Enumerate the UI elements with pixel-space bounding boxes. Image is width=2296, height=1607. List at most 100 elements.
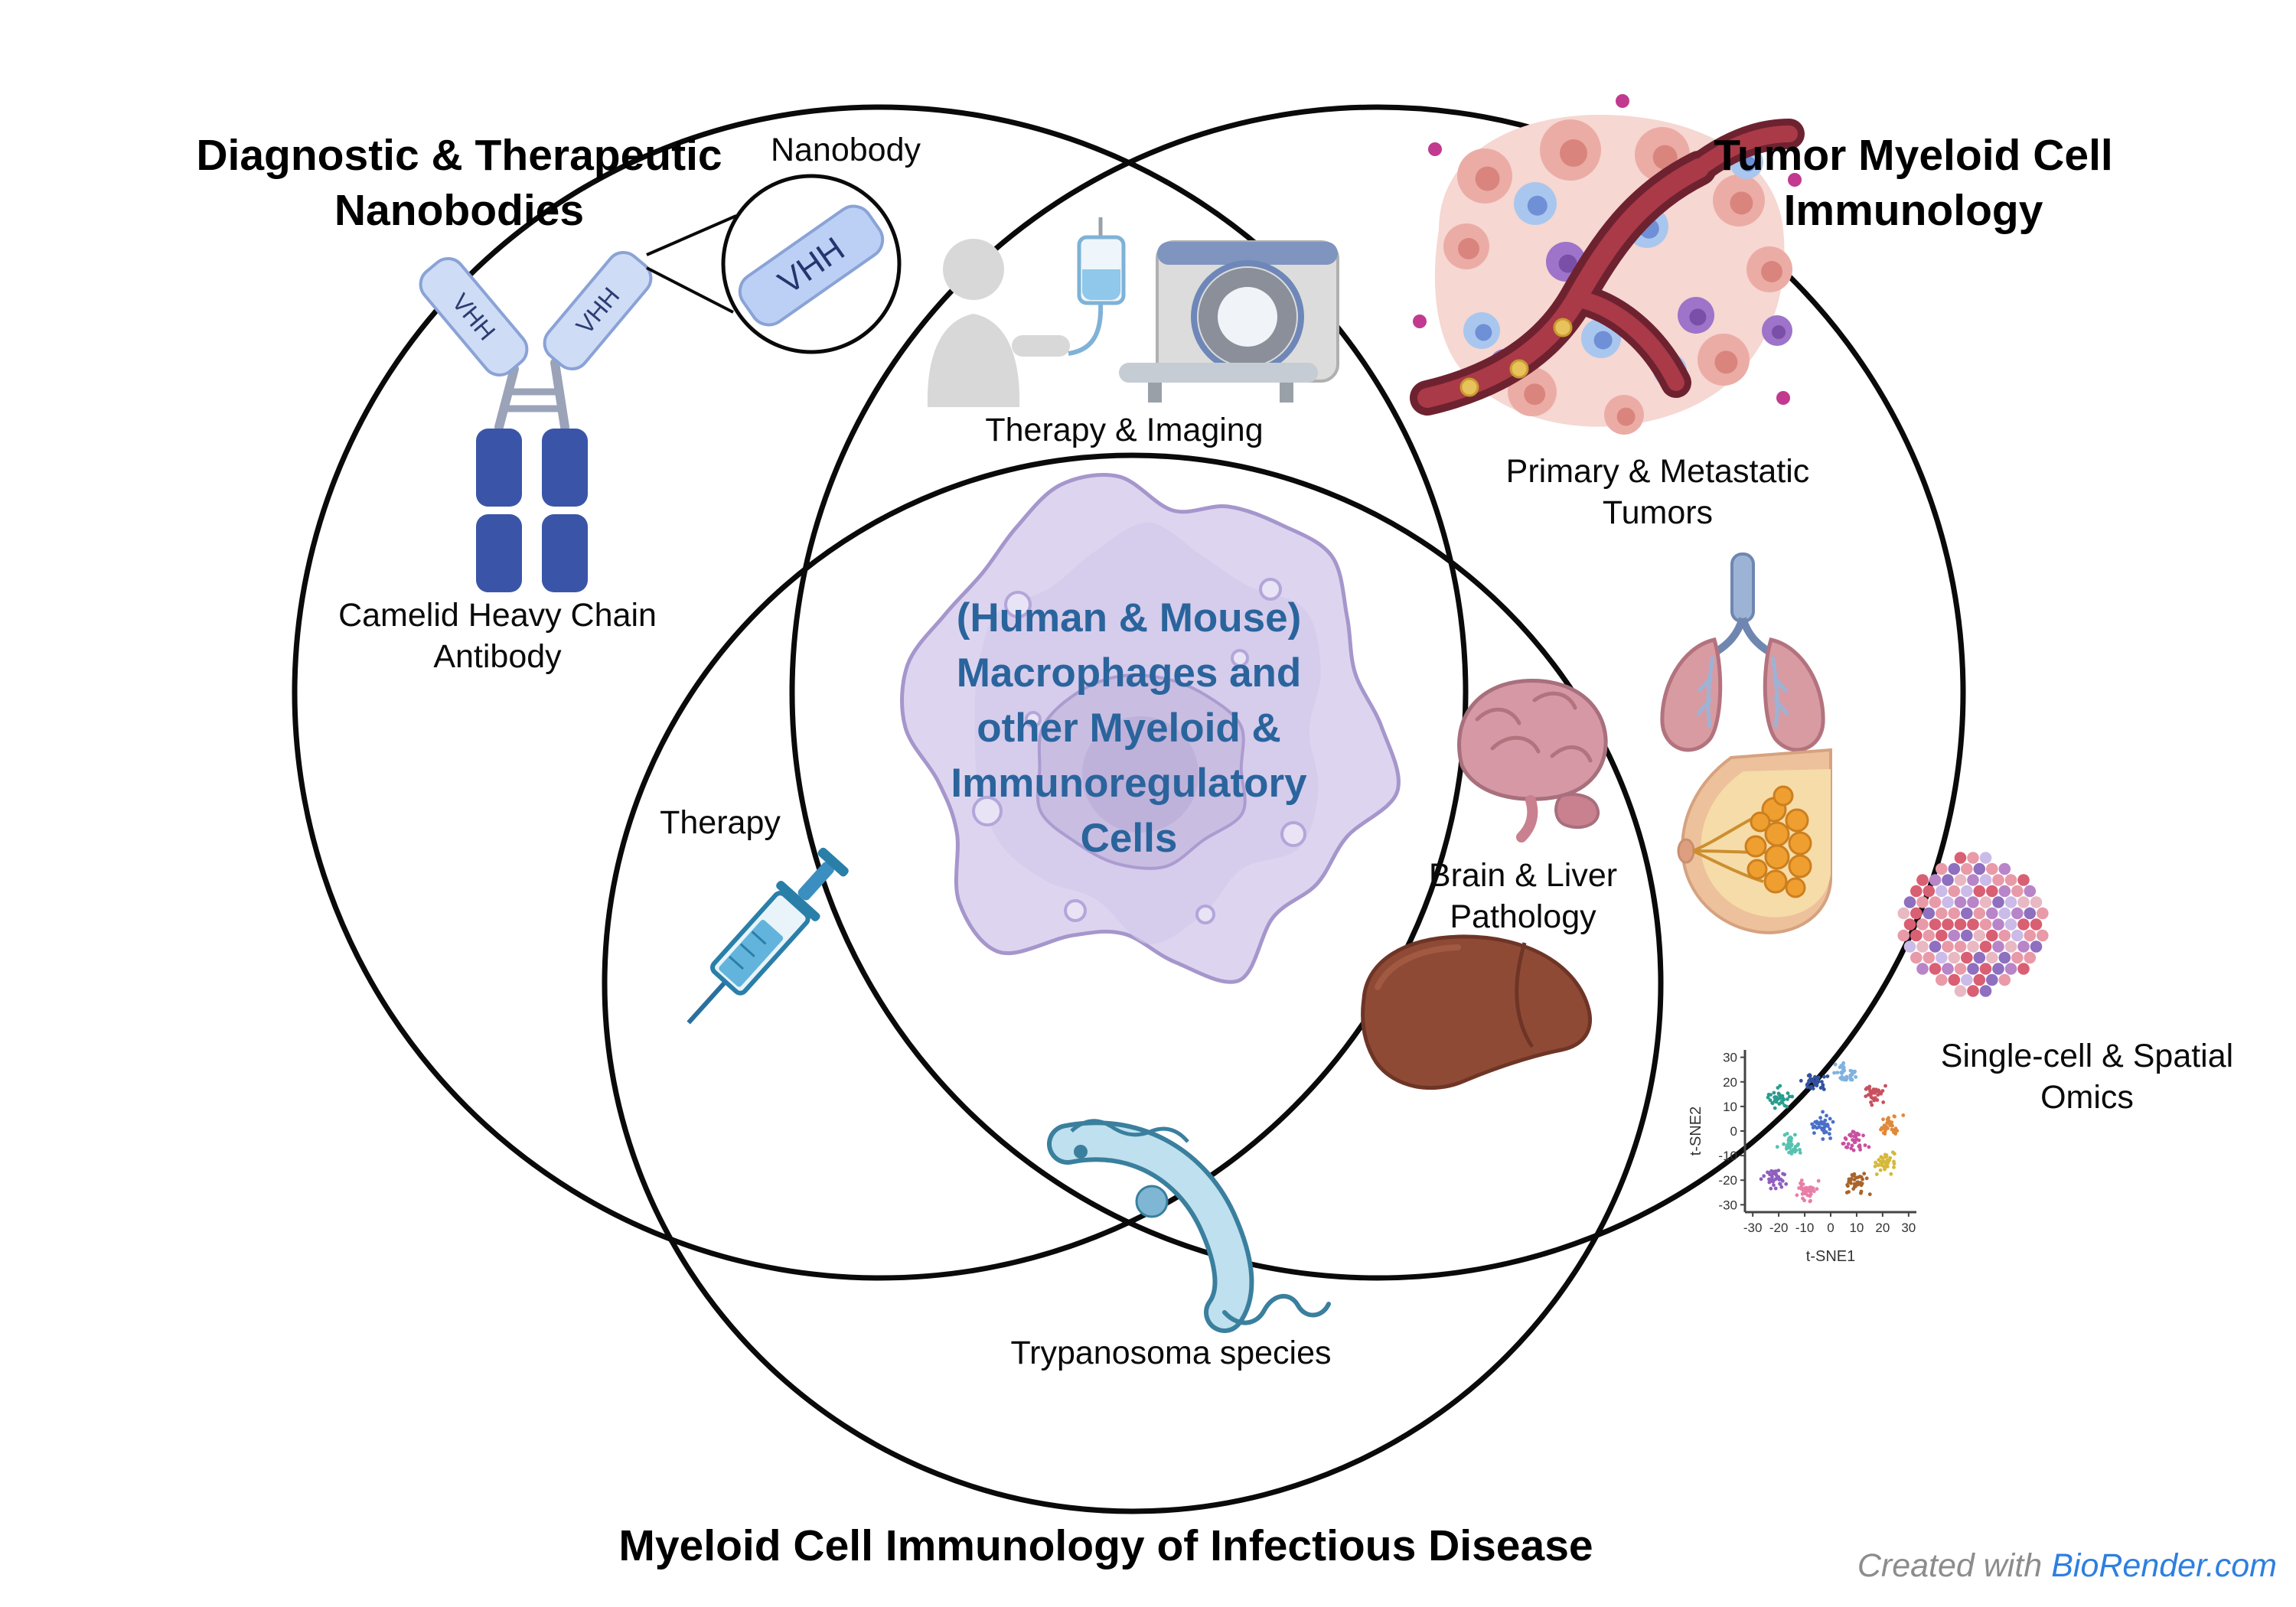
omics-spot	[1979, 896, 1992, 908]
tsne-dot	[1849, 1146, 1854, 1151]
tsne-dot	[1821, 1110, 1825, 1114]
tsne-dot	[1831, 1120, 1835, 1124]
tumor-cell-nucleus	[1714, 350, 1738, 374]
tsne-dot	[1892, 1159, 1896, 1164]
omics-spot	[2037, 929, 2049, 942]
tsne-dot	[1799, 1185, 1804, 1190]
omics-spot	[1910, 885, 1923, 898]
tsne-dot	[1848, 1068, 1853, 1073]
tumor-cell-nucleus	[1772, 325, 1786, 339]
tsne-dot	[1850, 1072, 1854, 1077]
tsne-dot	[1784, 1182, 1789, 1186]
tsne-dot	[1822, 1074, 1826, 1079]
tsne-dot	[1878, 1168, 1883, 1172]
tsne-dot	[1824, 1123, 1828, 1127]
tsne-dot	[1795, 1193, 1799, 1198]
tsne-dot	[1879, 1155, 1883, 1159]
tsne-dot	[1869, 1095, 1874, 1100]
omics-spot	[1998, 907, 2011, 920]
omics-spot	[2030, 896, 2043, 908]
omics-spot	[1897, 907, 1910, 920]
tsne-dot	[1813, 1074, 1817, 1079]
tsne-dot	[1818, 1116, 1823, 1120]
omics-spot	[1942, 874, 1954, 886]
heavy-chain-domain	[542, 514, 588, 592]
omics-spot	[1948, 929, 1961, 942]
venn-circle-infectious	[602, 452, 1664, 1514]
tsne-dot	[1798, 1151, 1802, 1155]
omics-spot	[1903, 940, 1916, 953]
trypanosoma-icon	[1047, 1119, 1331, 1333]
tsne-dot	[1852, 1182, 1857, 1186]
set-title-tumor-myeloid: Tumor Myeloid Cell Immunology	[1714, 131, 2113, 235]
omics-spot	[1916, 896, 1929, 908]
tsne-dot	[1766, 1095, 1770, 1100]
nanobody-magnifier-illustration: VHH	[646, 174, 902, 354]
tsne-dot	[1852, 1185, 1857, 1189]
tsne-dot	[1808, 1198, 1812, 1203]
omics-spot	[1992, 940, 2004, 953]
tumor-cell-nucleus	[1458, 238, 1479, 259]
tsne-dot	[1811, 1087, 1815, 1090]
tsne-dot	[1808, 1073, 1812, 1077]
tsne-dot	[1812, 1081, 1817, 1085]
omics-spot	[2017, 940, 2030, 953]
omics-spot	[1979, 985, 1992, 997]
omics-spot	[1936, 885, 1948, 898]
tsne-x-tick-label: 10	[1849, 1221, 1864, 1235]
tsne-dot	[1854, 1075, 1858, 1079]
tumor-cell-nucleus	[1593, 331, 1613, 350]
patient-iv-icon	[927, 217, 1126, 407]
tsne-dot	[1862, 1172, 1867, 1176]
omics-spot	[1979, 940, 1992, 953]
omics-spot	[1967, 985, 1979, 997]
heavy-chain-domain	[476, 429, 522, 507]
tsne-dot	[1810, 1122, 1815, 1126]
tsne-dot	[1777, 1102, 1782, 1106]
tsne-x-tick-label: 0	[1827, 1221, 1834, 1235]
tsne-dot	[1775, 1175, 1779, 1180]
tsne-dot	[1817, 1122, 1821, 1126]
tsne-dot	[1788, 1137, 1792, 1142]
tumor-cell-nucleus	[1527, 195, 1548, 216]
tsne-dot	[1773, 1186, 1778, 1191]
tsne-dot	[1835, 1071, 1840, 1074]
omics-spot	[1936, 862, 1948, 875]
omics-spot	[2011, 951, 2024, 964]
omics-spot	[1973, 907, 1986, 920]
tsne-dot	[1867, 1145, 1871, 1149]
omics-spot	[1986, 907, 1998, 920]
brain-liver-pathology-label: Brain & Liver Pathology	[1428, 857, 1618, 935]
tsne-dot	[1890, 1150, 1895, 1155]
omics-spot	[1992, 896, 2004, 908]
tsne-y-tick-label: -10	[1718, 1149, 1737, 1163]
omics-spot	[2011, 907, 2024, 920]
tsne-dot	[1892, 1165, 1896, 1169]
tsne-dot	[1828, 1132, 1831, 1136]
therapy-imaging-label: Therapy & Imaging	[985, 412, 1264, 448]
tsne-dot	[1770, 1175, 1774, 1179]
tsne-dot	[1856, 1182, 1861, 1187]
venn-circle-nanobodies	[292, 104, 1469, 1281]
tsne-dot	[1844, 1191, 1849, 1195]
tsne-dot	[1781, 1172, 1786, 1176]
venn-circle-tumor	[789, 104, 1966, 1281]
omics-spot	[1910, 929, 1923, 942]
omics-spot	[1936, 973, 1948, 986]
tsne-dot	[1786, 1091, 1790, 1095]
brain-icon	[1457, 679, 1608, 843]
omics-spot	[1897, 929, 1910, 942]
tsne-dot	[1867, 1084, 1872, 1089]
tsne-xlabel: t-SNE1	[1806, 1248, 1855, 1265]
tsne-dot	[1774, 1172, 1778, 1176]
omics-spot	[1967, 918, 1979, 931]
omics-spot	[1992, 963, 2004, 975]
tsne-x-tick-label: 20	[1875, 1221, 1890, 1235]
omics-spot	[1929, 918, 1942, 931]
biorender-link[interactable]: BioRender.com	[2051, 1547, 2277, 1584]
tsne-dot	[1771, 1179, 1776, 1184]
primary-metastatic-tumors-label: Primary & Metastatic Tumors	[1505, 453, 1810, 531]
